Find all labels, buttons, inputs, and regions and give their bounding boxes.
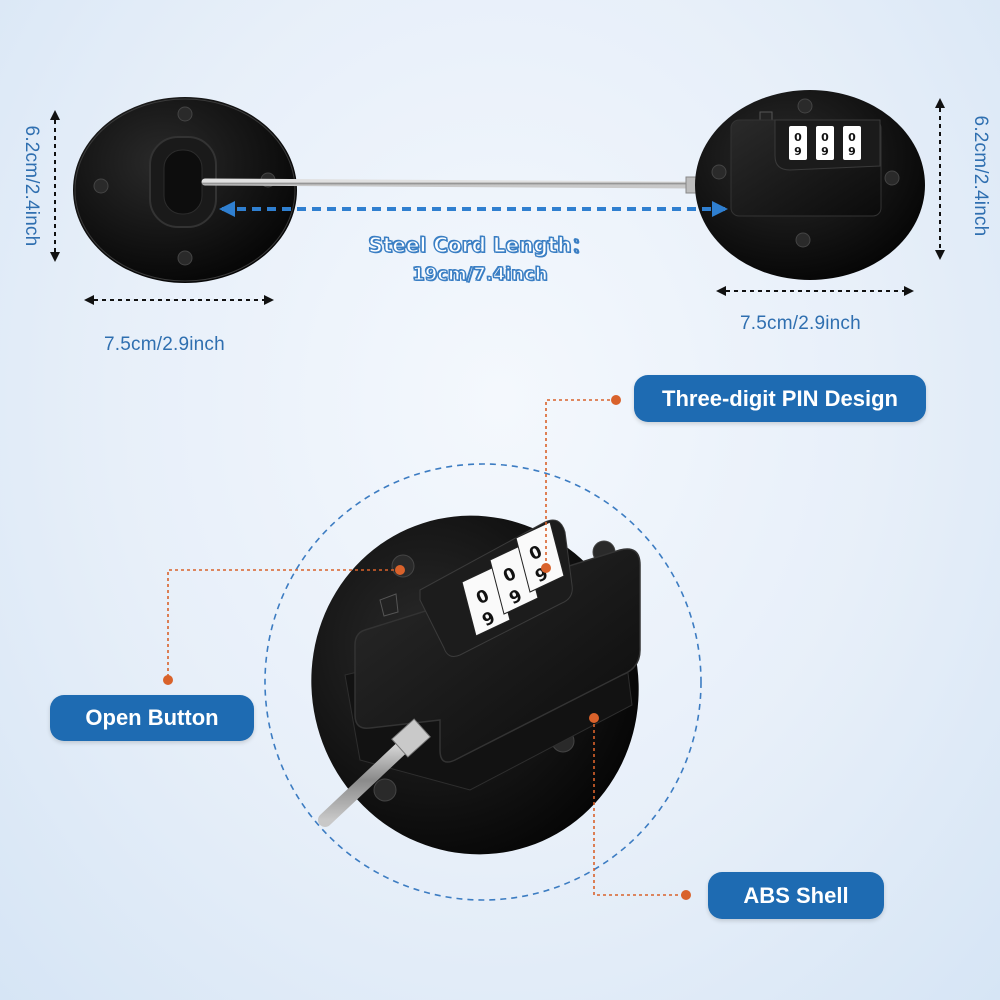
left-height-label: 6.2cm/2.4inch [21, 125, 42, 247]
svg-text:9: 9 [848, 145, 856, 158]
leader-dots [163, 395, 691, 900]
pin-design-callout: Three-digit PIN Design [634, 375, 926, 422]
left-mount-icon [73, 97, 297, 283]
dimension-arrow-icon [50, 98, 945, 305]
left-width-label: 7.5cm/2.9inch [104, 334, 225, 355]
combination-lock-icon: 0 9 0 9 0 9 [311, 515, 641, 855]
svg-text:9: 9 [821, 145, 829, 158]
leader-lines [167, 399, 686, 896]
open-button-callout: Open Button [50, 695, 254, 741]
right-width-label: 7.5cm/2.9inch [740, 313, 861, 334]
svg-text:0: 0 [848, 131, 856, 144]
svg-text:9: 9 [794, 145, 802, 158]
abs-shell-callout: ABS Shell [708, 872, 884, 919]
svg-text:0: 0 [821, 131, 829, 144]
svg-text:0: 0 [794, 131, 802, 144]
cord-length-value: 19cm/7.4inch [412, 263, 549, 285]
cord-length-title: Steel Cord Length： [368, 232, 592, 257]
right-lock-icon: 09 09 09 [695, 90, 925, 280]
closeup-circle [264, 463, 702, 901]
right-height-label: 6.2cm/2.4inch [970, 115, 991, 237]
